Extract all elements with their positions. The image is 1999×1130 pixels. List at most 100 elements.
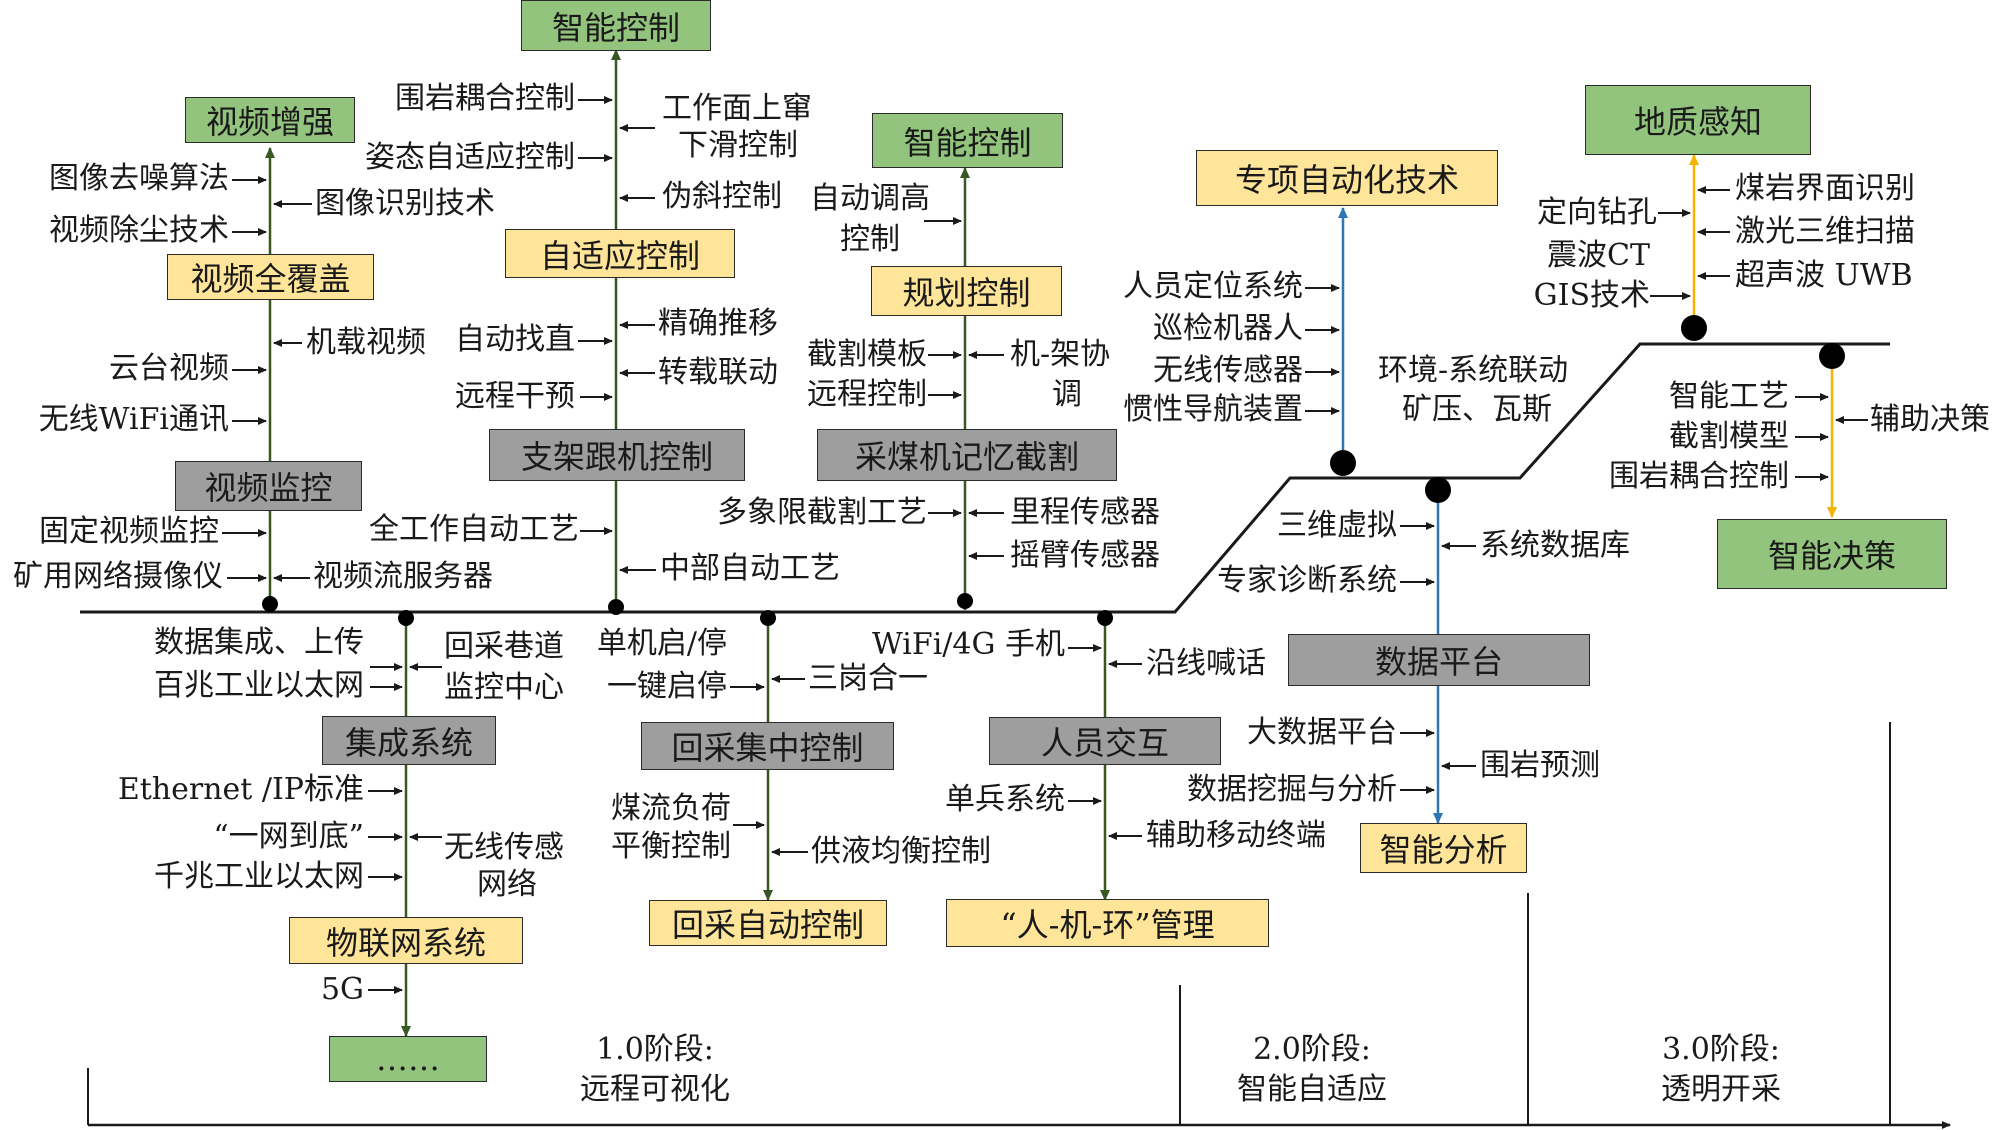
- label-img-denoise: 图像去噪算法: [49, 161, 229, 196]
- label-coal-flow-1: 煤流负荷: [611, 791, 731, 826]
- label-gis: GIS技术: [1533, 278, 1650, 313]
- label-rock-prediction: 围岩预测: [1480, 748, 1600, 783]
- label-ultrasonic: 超声波 UWB: [1735, 258, 1913, 293]
- label-inspection-robot: 巡检机器人: [1153, 311, 1303, 346]
- label-mid-auto: 中部自动工艺: [660, 551, 840, 586]
- stage-2-title: 2.0阶段:: [1253, 1032, 1371, 1067]
- label-data-mining: 数据挖掘与分析: [1187, 772, 1397, 807]
- box-smart-control-2: 智能控制: [872, 113, 1063, 168]
- label-three-post: 三岗合一: [808, 661, 928, 696]
- label-rock-coupling-2: 围岩耦合控制: [1609, 459, 1789, 494]
- stage-2: 2.0阶段: 智能自适应: [1212, 1030, 1412, 1110]
- label-precise-push: 精确推移: [658, 306, 778, 341]
- label-coal-rock: 煤岩界面识别: [1735, 171, 1915, 206]
- box-central-control: 回采集中控制: [641, 722, 894, 770]
- box-smart-analysis: 智能分析: [1360, 823, 1527, 873]
- label-video-dedust: 视频除尘技术: [49, 213, 229, 248]
- stage-3-title: 3.0阶段:: [1662, 1032, 1780, 1067]
- label-ptz-video: 云台视频: [109, 351, 229, 386]
- label-video-server: 视频流服务器: [313, 559, 493, 594]
- box-support-follow-control: 支架跟机控制: [489, 429, 745, 481]
- label-5g: 5G: [320, 972, 364, 1007]
- label-expert-diagnosis: 专家诊断系统: [1217, 563, 1397, 598]
- box-geo-sensing: 地质感知: [1585, 85, 1811, 155]
- label-gigabit-1000: 千兆工业以太网: [154, 859, 364, 894]
- label-fluid-balance: 供液均衡控制: [811, 834, 991, 869]
- label-directional-drill: 定向钻孔: [1537, 195, 1657, 230]
- stage-2-subtitle: 智能自适应: [1237, 1072, 1387, 1107]
- label-wireless-net-2: 网络: [477, 867, 537, 902]
- box-shearer-memory-cutting: 采煤机记忆截割: [817, 429, 1117, 481]
- box-adaptive-control: 自适应控制: [505, 229, 735, 278]
- label-remote-control: 远程控制: [807, 377, 927, 412]
- label-system-database: 系统数据库: [1480, 528, 1630, 563]
- label-wireless-sensor: 无线传感器: [1153, 353, 1303, 388]
- stage-3-subtitle: 透明开采: [1661, 1072, 1781, 1107]
- label-wifi-comm: 无线WiFi通讯: [38, 402, 229, 437]
- main-timeline: [80, 342, 1890, 614]
- label-return-lane: 回采巷道: [444, 629, 564, 664]
- box-plan-control: 规划控制: [871, 266, 1062, 316]
- label-mine-camera: 矿用网络摄像仪: [13, 559, 223, 594]
- stage-3: 3.0阶段: 透明开采: [1621, 1030, 1821, 1110]
- label-ethernet-ip: Ethernet /IP标准: [117, 772, 364, 807]
- box-video-monitor: 视频监控: [175, 461, 362, 511]
- label-wireless-net-1: 无线传感: [444, 830, 564, 865]
- label-aux-decision: 辅助决策: [1870, 402, 1990, 437]
- box-auto-control: 回采自动控制: [649, 900, 887, 946]
- label-auto-straight: 自动找直: [455, 322, 575, 357]
- label-monitor-center: 监控中心: [444, 670, 564, 705]
- label-face-upper: 工作面上窜: [662, 91, 812, 126]
- label-transfer-link: 转载联动: [658, 355, 778, 390]
- label-personnel-position: 人员定位系统: [1123, 269, 1303, 304]
- box-ellipsis: ……: [329, 1036, 487, 1082]
- label-gigabit-100: 百兆工业以太网: [154, 668, 364, 703]
- label-self-tune-1: 自动调高: [810, 181, 930, 216]
- label-img-recog: 图像识别技术: [315, 186, 495, 221]
- label-cut-model: 截割模型: [1669, 419, 1789, 454]
- box-iot-system: 物联网系统: [289, 917, 523, 964]
- label-soldier-system: 单兵系统: [945, 782, 1065, 817]
- label-machine-coop-2: 调: [1052, 377, 1082, 412]
- label-remote-intervention: 远程干预: [455, 379, 575, 414]
- box-smart-control-1: 智能控制: [521, 0, 711, 51]
- label-fixed-video: 固定视频监控: [39, 514, 219, 549]
- label-one-key: 一键启停: [607, 669, 727, 704]
- label-odometer: 里程传感器: [1010, 495, 1160, 530]
- box-special-automation: 专项自动化技术: [1196, 150, 1498, 206]
- label-one-net: “一网到底”: [213, 819, 364, 854]
- label-rock-coupling: 围岩耦合控制: [395, 81, 575, 116]
- box-video-full-coverage: 视频全覆盖: [167, 254, 374, 300]
- box-human-interaction: 人员交互: [989, 717, 1221, 765]
- stage-1: 1.0阶段: 远程可视化: [555, 1030, 755, 1110]
- label-aux-mobile: 辅助移动终端: [1146, 818, 1326, 853]
- label-coal-flow-2: 平衡控制: [611, 829, 731, 864]
- box-hme-management: “人-机-环”管理: [946, 899, 1269, 947]
- label-inertial-nav: 惯性导航装置: [1123, 392, 1303, 427]
- label-mine-pressure: 矿压、瓦斯: [1402, 392, 1552, 427]
- label-posture-adapt: 姿态自适应控制: [365, 140, 575, 175]
- label-line-call: 沿线喊话: [1146, 646, 1266, 681]
- label-self-tune-2: 控制: [840, 222, 900, 257]
- label-pseudo-tilt: 伪斜控制: [662, 179, 782, 214]
- label-multi-quadrant: 多象限截割工艺: [717, 495, 927, 530]
- label-vr-3d: 三维虚拟: [1277, 508, 1397, 543]
- label-rocker-sensor: 摇臂传感器: [1010, 538, 1160, 573]
- label-full-auto: 全工作自动工艺: [369, 512, 579, 547]
- label-env-linkage: 环境-系统联动: [1378, 353, 1569, 388]
- box-video-enhance: 视频增强: [185, 97, 355, 143]
- label-onboard-video: 机载视频: [306, 325, 426, 360]
- label-single-start: 单机启/停: [596, 626, 727, 661]
- stage-1-subtitle: 远程可视化: [580, 1072, 730, 1107]
- label-face-lower: 下滑控制: [678, 128, 798, 163]
- label-seismic-ct: 震波CT: [1547, 238, 1650, 273]
- label-machine-coop-1: 机-架协: [1010, 337, 1111, 372]
- label-data-upload: 数据集成、上传: [154, 625, 364, 660]
- box-integrated-system: 集成系统: [322, 716, 496, 765]
- box-data-platform: 数据平台: [1288, 634, 1590, 686]
- stage-1-title: 1.0阶段:: [596, 1032, 714, 1067]
- label-laser-scan: 激光三维扫描: [1735, 214, 1915, 249]
- label-big-data: 大数据平台: [1247, 715, 1397, 750]
- label-wifi-4g: WiFi/4G 手机: [871, 627, 1065, 662]
